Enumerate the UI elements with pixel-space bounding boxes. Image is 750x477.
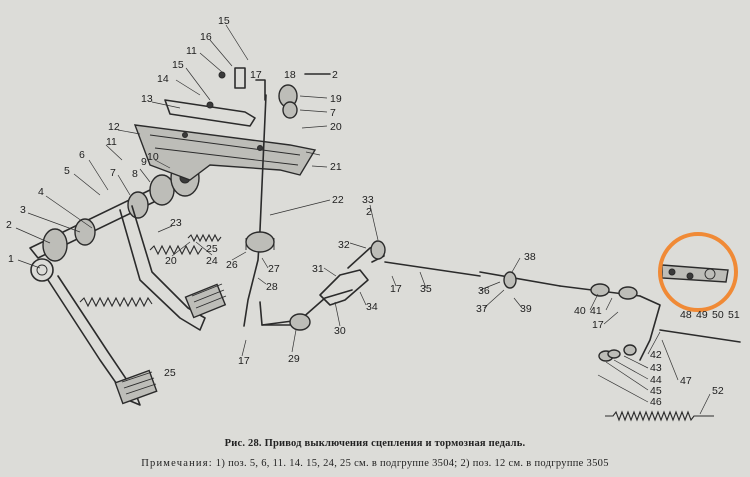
label-2b: 2: [332, 69, 338, 81]
note-text: 1) поз. 5, 6, 11. 14. 15, 24, 25 см. в п…: [215, 458, 609, 469]
label-16: 16: [200, 31, 212, 43]
label-36: 36: [478, 285, 490, 297]
label-26: 26: [226, 259, 238, 271]
return-spring: [605, 410, 714, 422]
label-19: 19: [330, 93, 342, 105]
label-40: 40: [574, 305, 586, 317]
label-41: 41: [590, 305, 602, 317]
label-28: 28: [266, 281, 278, 293]
label-35: 35: [420, 283, 432, 295]
leader-lines: [15, 24, 711, 415]
frame-bracket: [133, 99, 317, 181]
label-50: 50: [712, 309, 724, 321]
label-17b: 17: [238, 355, 250, 367]
label-10: 10: [147, 151, 159, 163]
label-3: 3: [20, 204, 26, 216]
brake-pedal: [119, 205, 227, 331]
springs: [79, 233, 222, 308]
label-48: 48: [680, 309, 692, 321]
label-32: 32: [338, 239, 350, 251]
label-31: 31: [312, 263, 324, 275]
label-47: 47: [680, 375, 692, 387]
label-51: 51: [728, 309, 740, 321]
label-27: 27: [268, 263, 280, 275]
part-numbers: 1 2 3 4 5 6 11 7 8 9 10 12 13 14 15 11 1…: [6, 15, 740, 408]
label-25b: 25: [164, 367, 176, 379]
label-11a: 11: [106, 136, 117, 148]
label-49: 49: [696, 309, 708, 321]
label-15b: 15: [172, 59, 184, 71]
label-43: 43: [650, 362, 662, 374]
label-7: 7: [110, 167, 116, 179]
label-17d: 17: [592, 319, 604, 331]
label-34: 34: [366, 301, 378, 313]
label-46: 46: [650, 396, 662, 408]
highlight-circle: [658, 232, 738, 312]
label-33: 33: [362, 194, 374, 206]
label-24: 24: [206, 255, 218, 267]
label-1: 1: [8, 253, 14, 265]
label-44: 44: [650, 374, 662, 386]
label-25a: 25: [206, 243, 218, 255]
horizontal-rods: [384, 261, 641, 300]
label-17a: 17: [250, 69, 262, 81]
label-37: 37: [476, 303, 488, 315]
label-6: 6: [79, 149, 85, 161]
label-14: 14: [157, 73, 169, 85]
label-23: 23: [170, 217, 182, 229]
levers: [261, 240, 386, 331]
vertical-rod: [243, 94, 291, 327]
label-8: 8: [132, 168, 138, 180]
label-4: 4: [38, 186, 44, 198]
figure-caption: Рис. 28. Привод выключения сцепления и т…: [224, 438, 526, 449]
label-30: 30: [334, 325, 346, 337]
clutch-pedal: [30, 258, 158, 406]
label-38: 38: [524, 251, 536, 263]
label-42: 42: [650, 349, 662, 361]
label-11b: 11: [186, 45, 197, 57]
right-lever-assembly: [598, 264, 741, 362]
label-20a: 20: [330, 121, 342, 133]
label-2c: 2: [366, 206, 372, 218]
top-hardware: [206, 67, 331, 119]
label-52: 52: [712, 385, 724, 397]
label-18: 18: [284, 69, 296, 81]
label-20b: 20: [165, 255, 177, 267]
label-15a: 15: [218, 15, 230, 27]
label-17c: 17: [390, 283, 402, 295]
label-22: 22: [332, 194, 344, 206]
label-13: 13: [141, 93, 153, 105]
label-2: 2: [6, 219, 12, 231]
label-9: 9: [141, 156, 147, 168]
label-39: 39: [520, 303, 532, 315]
label-7b: 7: [330, 107, 336, 119]
label-29: 29: [288, 353, 300, 365]
note-label: Примечания:: [141, 458, 213, 469]
label-5: 5: [64, 165, 70, 177]
figure-note: Примечания: 1) поз. 5, 6, 11. 14. 15, 24…: [0, 458, 750, 469]
label-45: 45: [650, 385, 662, 397]
label-12: 12: [108, 121, 120, 133]
label-21: 21: [330, 161, 342, 173]
